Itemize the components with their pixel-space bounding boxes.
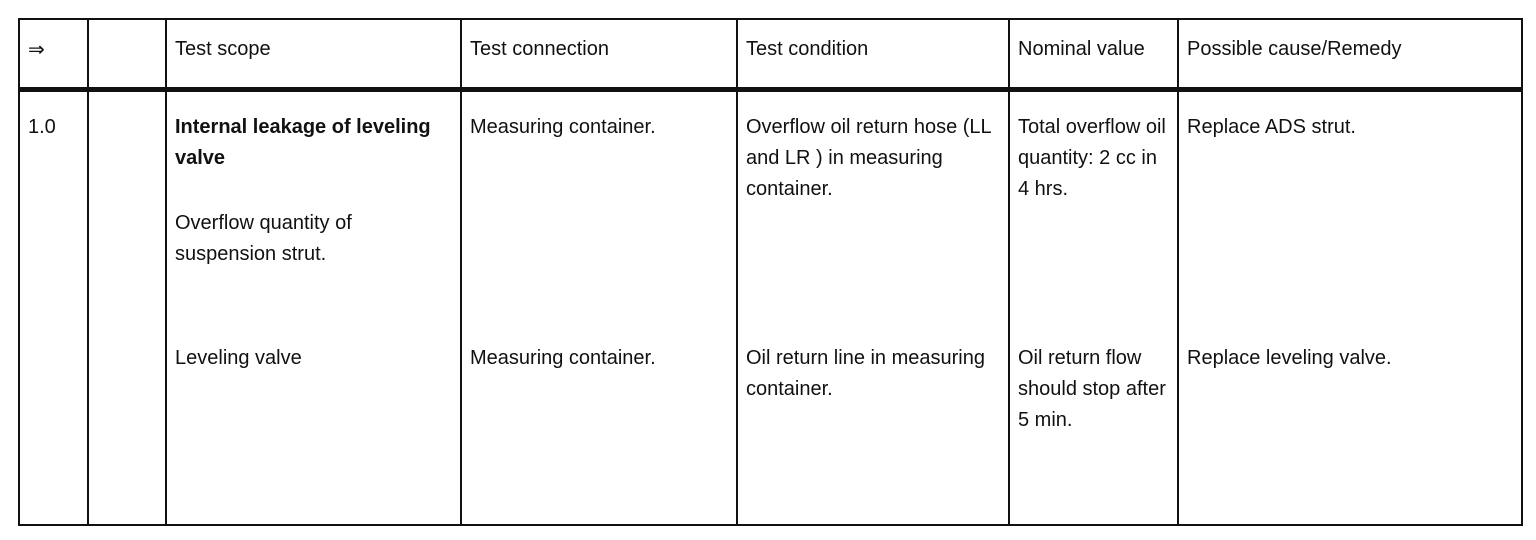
header-test-condition: Test condition [736, 18, 1010, 92]
arrow-icon: ⇒ [18, 18, 89, 92]
header-possible-cause: Possible cause/Remedy [1177, 18, 1523, 92]
cell-nominal-value: Total overflow oil quantity: 2 cc in 4 h… [1008, 89, 1179, 341]
header-nominal-value: Nominal value [1008, 18, 1179, 92]
cell-test-scope: Leveling valve [165, 341, 462, 526]
row-step [87, 89, 167, 341]
table-row: 1.0 Internal leakage of leveling valve O… [18, 89, 1523, 341]
header-step [87, 18, 167, 92]
header-test-connection: Test connection [460, 18, 738, 92]
cell-test-scope: Internal leakage of leveling valve Overf… [165, 89, 462, 341]
cell-nominal-value: Oil return flow should stop after 5 min. [1008, 341, 1179, 526]
cell-remedy: Replace leveling valve. [1177, 341, 1523, 526]
test-table: ⇒ Test scope Test connection Test condit… [18, 18, 1523, 526]
table-body: 1.0 Internal leakage of leveling valve O… [18, 89, 1523, 526]
header-row: ⇒ Test scope Test connection Test condit… [18, 18, 1523, 92]
header-test-scope: Test scope [165, 18, 462, 92]
row-number [18, 341, 89, 526]
cell-test-condition: Overflow oil return hose (LL and LR ) in… [736, 89, 1010, 341]
spacer [175, 174, 452, 208]
table-row: Leveling valve Measuring container. Oil … [18, 341, 1523, 526]
table-header: ⇒ Test scope Test connection Test condit… [18, 18, 1523, 92]
cell-test-connection: Measuring container. [460, 89, 738, 341]
cell-test-condition: Oil return line in measuring container. [736, 341, 1010, 526]
row-number: 1.0 [18, 89, 89, 341]
row-step [87, 341, 167, 526]
cell-remedy: Replace ADS strut. [1177, 89, 1523, 341]
scope-title: Internal leakage of leveling valve [175, 115, 431, 169]
cell-test-connection: Measuring container. [460, 341, 738, 526]
scope-subtitle: Overflow quantity of suspension strut. [175, 211, 352, 265]
